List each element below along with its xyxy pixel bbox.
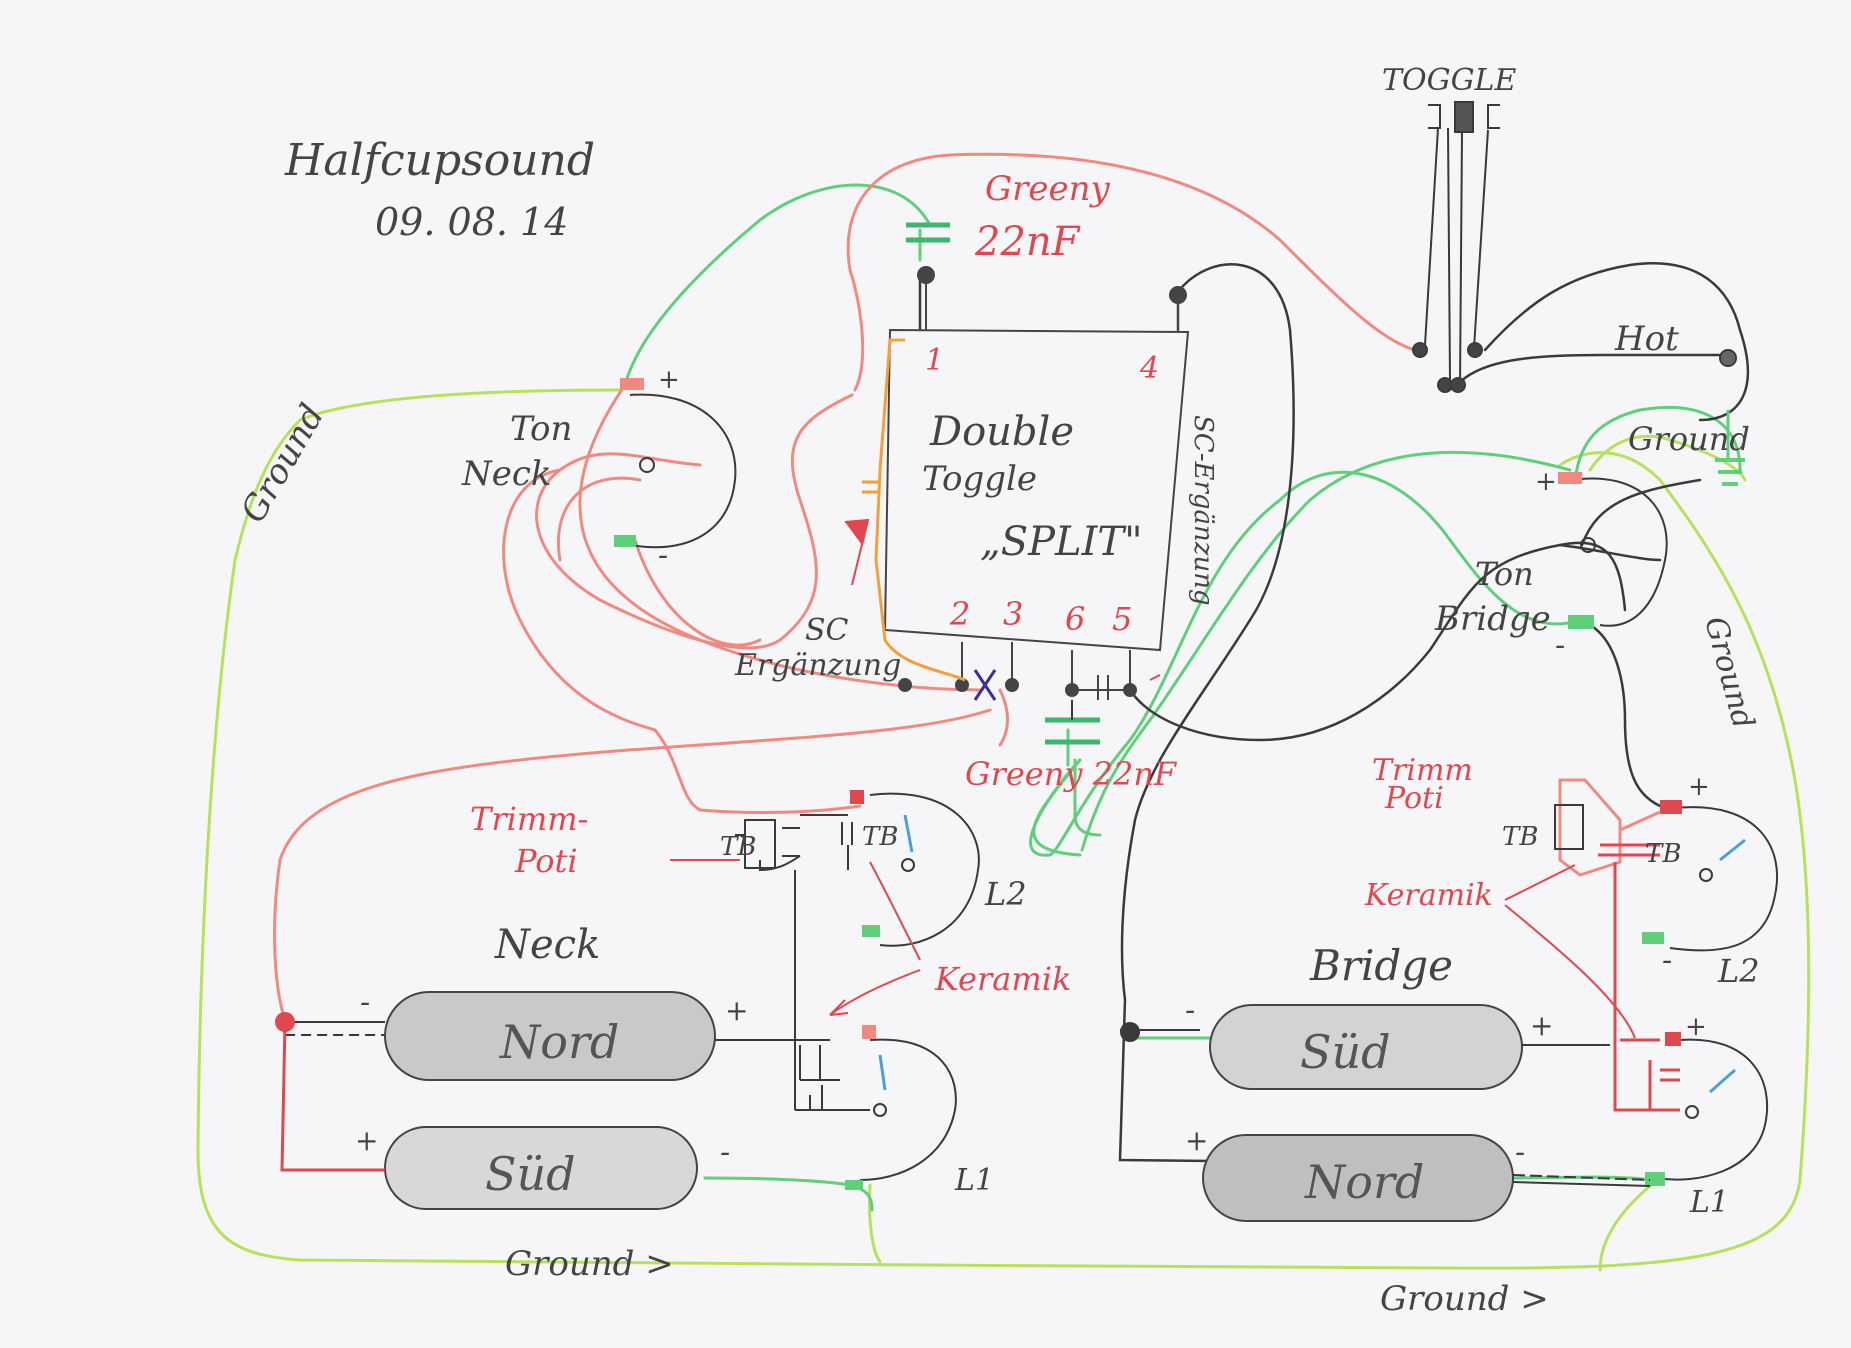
double-toggle-title: Double (929, 409, 1074, 455)
ground-label-bottom-left: Ground > (505, 1244, 674, 1284)
greeny-cap-bottom (1045, 700, 1100, 745)
ton-neck-label-1: Ton (510, 409, 572, 449)
neck-sud-label: Süd (485, 1147, 576, 1201)
bridge-nord-pickup (1202, 1134, 1514, 1222)
neck-trimm-poti-2: Poti (514, 842, 578, 880)
neck-bottom-caps (720, 1039, 840, 1110)
neck-trimm-poti-1: Trimm- (470, 800, 588, 838)
sc-erganzung-left-wire (862, 338, 966, 682)
bridge-pickup-wires (1120, 1022, 1651, 1187)
page-title: Halfcupsound (284, 135, 595, 186)
ground-label-bottom-right: Ground > (1380, 1279, 1549, 1319)
bridge-keramik-label: Keramik (1364, 878, 1493, 913)
bridge-tb-right: TB (1645, 839, 1681, 869)
bridge-trimm-poti-1: Trimm (1372, 753, 1473, 788)
pin-1-label: 1 (925, 343, 944, 378)
green-wires (623, 183, 1742, 1212)
double-toggle-box (883, 266, 1190, 700)
hot-label: Hot (1614, 319, 1679, 359)
ton-neck-minus: - (658, 538, 668, 573)
sc-erganzung-right: SC-Ergänzung (1188, 415, 1218, 606)
toggle-switch (1412, 101, 1737, 393)
greeny-bottom-label: Greeny 22nF (965, 755, 1178, 793)
ton-bridge-label-2: Bridge (1434, 599, 1551, 639)
bridge-sud-pickup (1209, 1004, 1523, 1090)
red-wires (273, 152, 1417, 1022)
pin-2-label: 2 (949, 595, 970, 633)
bridge-l1-pot (1645, 1032, 1769, 1186)
neck-section-label: Neck (494, 922, 600, 968)
bridge-l1-label: L1 (1689, 1185, 1729, 1220)
neck-tb-left: TB (720, 832, 756, 862)
double-toggle-split: „SPLIT" (980, 519, 1142, 565)
annotation-arrows (670, 518, 1636, 1039)
neck-pickup-wires (275, 1012, 800, 1172)
bridge-l1-plus: + (1685, 1012, 1707, 1042)
junction-x-mark (973, 669, 997, 701)
neck-trimm-poti (735, 814, 870, 1111)
ton-neck-pot (614, 378, 737, 549)
double-toggle-subtitle: Toggle (922, 459, 1037, 499)
bridge-sud-plus: + (1530, 1009, 1553, 1042)
pin-6-label: 6 (1065, 600, 1085, 638)
sc-erganzung-left-2: Ergänzung (734, 648, 901, 683)
neck-sud-minus: - (720, 1135, 730, 1170)
neck-sud-pickup (384, 1126, 698, 1210)
pin-4-label: 4 (1139, 351, 1159, 386)
neck-l1-pot (845, 1025, 957, 1190)
neck-tb-right: TB (862, 822, 898, 852)
bridge-sud-minus: - (1185, 993, 1195, 1028)
bridge-l2-minus: - (1662, 943, 1672, 978)
greeny-top-label: Greeny (985, 169, 1111, 209)
neck-sud-plus: + (355, 1124, 378, 1157)
neck-nord-label: Nord (499, 1015, 619, 1069)
bridge-nord-plus: + (1185, 1124, 1208, 1157)
ground-label-top-right: Ground (1628, 420, 1750, 458)
bridge-sud-label: Süd (1300, 1025, 1391, 1079)
sc-erganzung-left-1: SC (805, 613, 849, 648)
bridge-l2-plus: + (1688, 772, 1710, 802)
neck-l1-label: L1 (954, 1163, 994, 1198)
pin-3-label: 3 (1003, 595, 1023, 633)
ton-bridge-pot (1558, 472, 1668, 629)
bridge-l2-label: L2 (1717, 952, 1760, 990)
bridge-nord-label: Nord (1304, 1155, 1424, 1209)
bridge-trimm-poti-2: Poti (1384, 781, 1444, 816)
ton-bridge-label-1: Ton (1475, 555, 1534, 593)
neck-l2-label: L2 (984, 875, 1027, 913)
ton-neck-plus: + (658, 365, 680, 395)
pin-5-label: 5 (1112, 600, 1132, 638)
toggle-label: TOGGLE (1382, 63, 1516, 98)
ground-label-left: Ground (233, 397, 332, 529)
greeny-cap-top (906, 222, 950, 243)
neck-keramik-label: Keramik (934, 960, 1071, 998)
ton-bridge-plus: + (1535, 467, 1557, 497)
neck-nord-minus: - (360, 985, 370, 1020)
bridge-trimm-poti (1554, 778, 1680, 1112)
bridge-section-label: Bridge (1309, 941, 1453, 990)
greeny-top-value: 22nF (974, 219, 1081, 265)
neck-nord-plus: + (725, 994, 748, 1027)
ground-symbol-icon (1715, 410, 1745, 486)
page-date: 09. 08. 14 (375, 200, 568, 244)
neck-l2-pot (850, 790, 980, 947)
ton-bridge-minus: - (1555, 628, 1565, 663)
bridge-tb-left: TB (1502, 822, 1538, 852)
ground-wires (196, 388, 1811, 1272)
bridge-nord-minus: - (1515, 1135, 1525, 1170)
ton-neck-label-2: Neck (461, 454, 552, 494)
bridge-l2-pot (1642, 800, 1779, 952)
